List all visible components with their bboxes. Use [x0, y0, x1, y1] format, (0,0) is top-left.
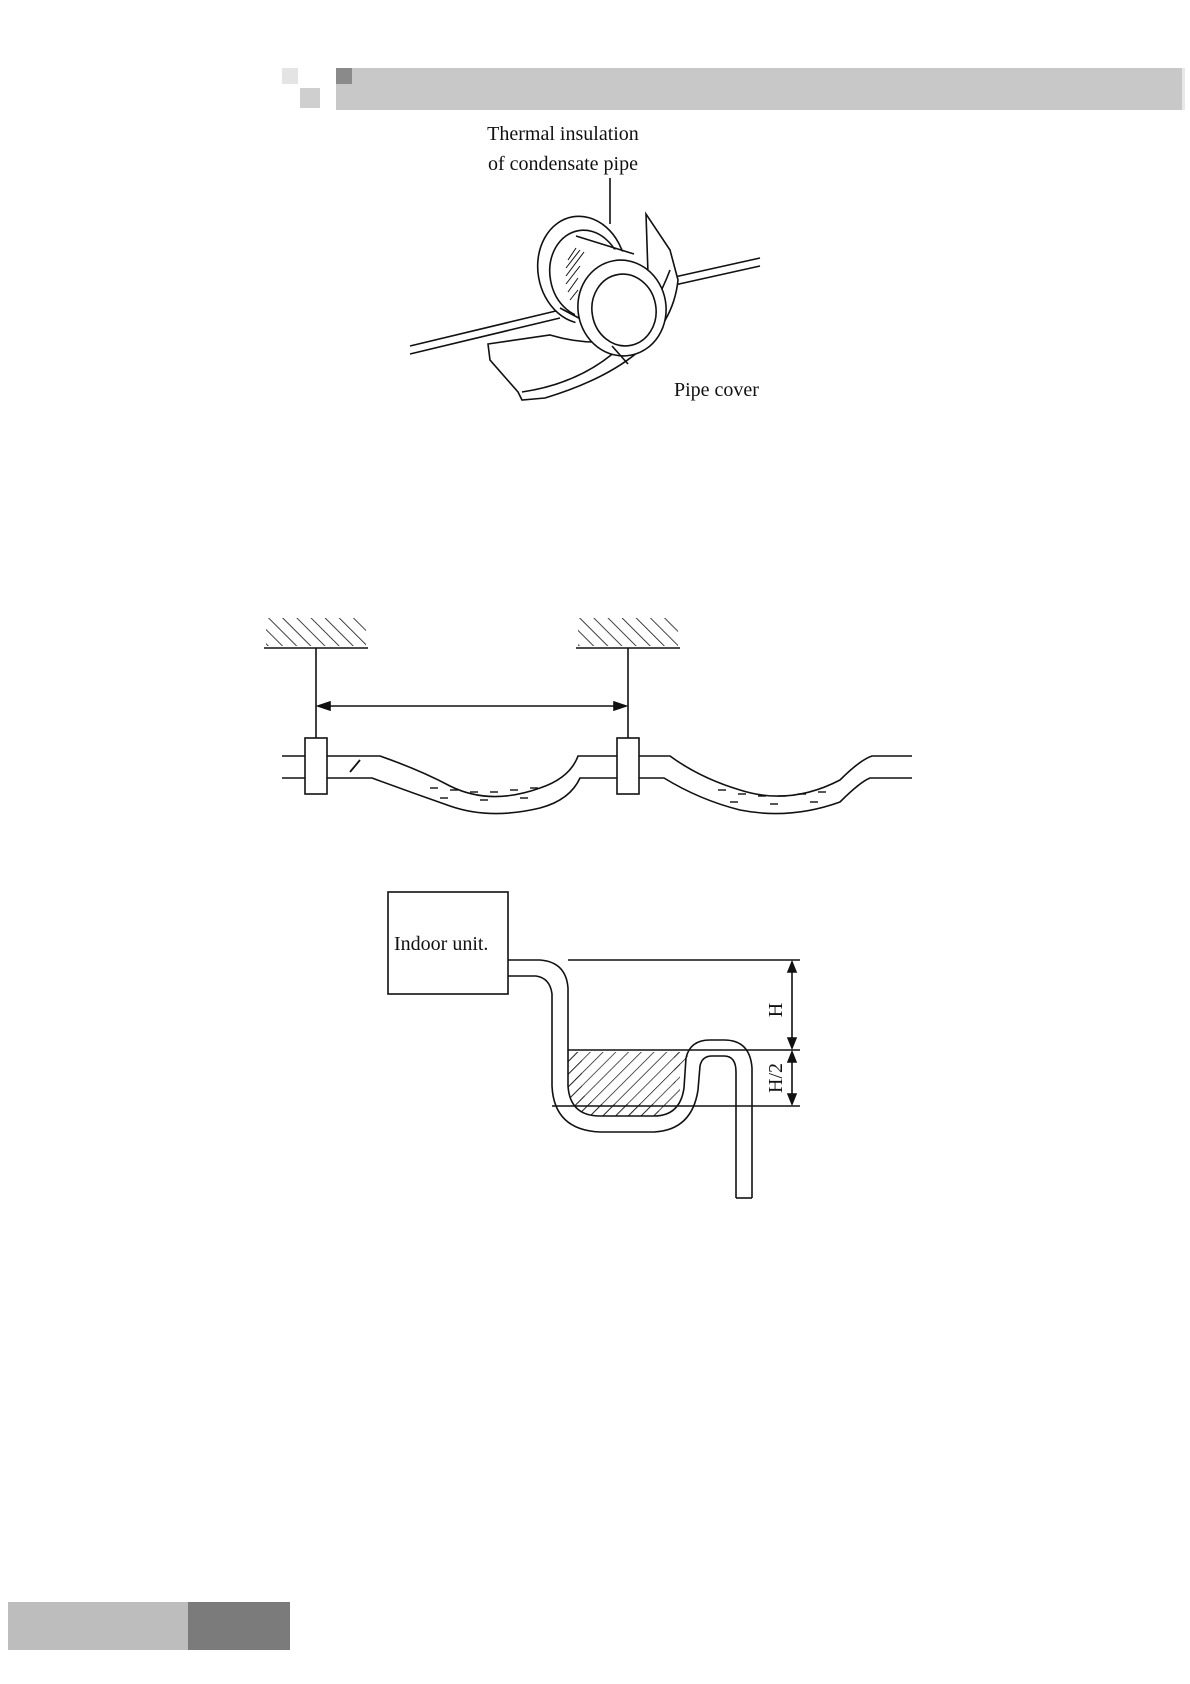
header-deco-square-dark-overlay: [336, 68, 352, 84]
label-dimension-h: H: [765, 1003, 787, 1017]
figure-pipe-sagging: [260, 610, 920, 820]
figure-drain-trap: Indoor unit. H H/2: [380, 880, 820, 1220]
figure-pipe-insulation: Thermal insulation of condensate pipe Pi…: [400, 120, 800, 410]
label-indoor-unit: Indoor unit.: [394, 933, 488, 955]
label-dimension-h-half: H/2: [765, 1063, 787, 1093]
footer-bar-dark: [188, 1602, 290, 1650]
label-thermal-insulation-line1: Thermal insulation: [487, 123, 639, 145]
footer-bar-light: [8, 1602, 188, 1650]
header-deco-square-mid: [300, 88, 320, 108]
header-bar: [336, 68, 1185, 110]
label-thermal-insulation-line2: of condensate pipe: [488, 153, 638, 175]
header-deco-square-light: [282, 68, 298, 84]
label-pipe-cover: Pipe cover: [674, 379, 759, 401]
